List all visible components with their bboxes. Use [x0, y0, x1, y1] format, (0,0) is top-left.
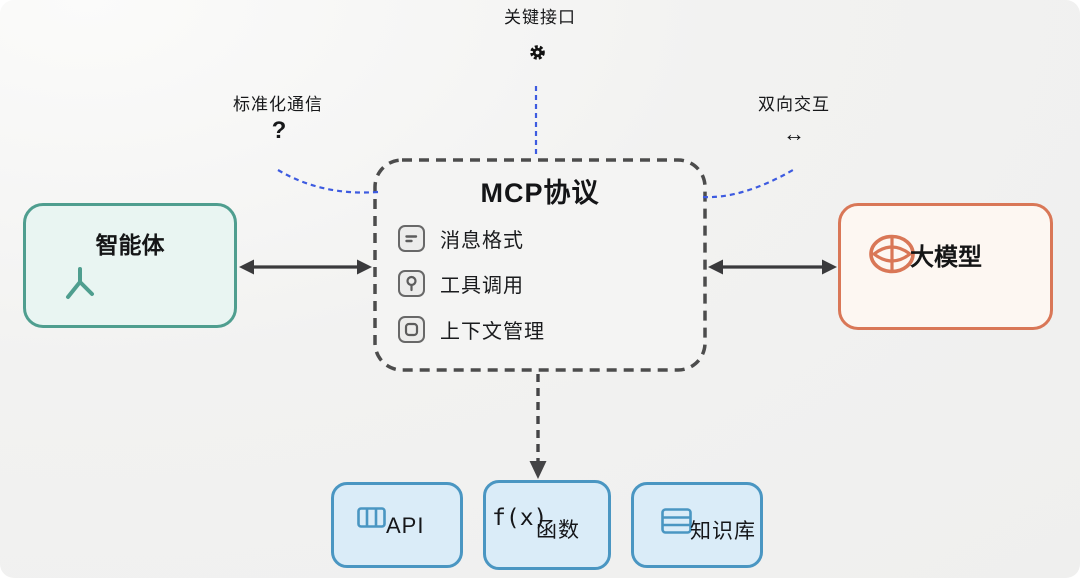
function-label: 函数: [536, 519, 580, 542]
mcp-node: MCP协议 消息格式 工具调用: [373, 158, 707, 372]
mcp-item-context-manage: 上下文管理: [398, 315, 545, 344]
mcp-model-arrow: [708, 259, 837, 275]
annotation-curve-left: [277, 169, 379, 194]
context-manage-icon: [398, 316, 425, 343]
agent-title: 智能体: [95, 232, 165, 258]
mcp-item-message-format: 消息格式: [398, 224, 524, 253]
annotation-key-interface: 关键接口: [504, 8, 576, 27]
knowledge-base-node: 知识库: [631, 482, 763, 568]
fx-symbol: f(x): [492, 505, 548, 531]
tool-call-icon: [398, 270, 425, 297]
rows-icon: [661, 508, 692, 534]
annotation-curve-right: [702, 169, 794, 199]
mcp-item-label: 消息格式: [440, 230, 524, 252]
model-eye-icon: [869, 234, 915, 274]
person-icon: [66, 267, 94, 299]
mcp-item-tool-call: 工具调用: [398, 269, 524, 298]
mcp-item-label: 工具调用: [440, 275, 524, 297]
double-arrow-symbol: ↔: [783, 121, 805, 146]
agent-mcp-arrow: [239, 259, 372, 275]
model-title: 大模型: [910, 243, 982, 271]
knowledge-base-label: 知识库: [690, 520, 756, 543]
api-node: API: [331, 482, 463, 568]
model-node: 大模型: [838, 203, 1053, 330]
function-node: f(x) 函数: [483, 480, 611, 570]
annotation-standardized-communication: 标准化通信: [233, 95, 323, 114]
mcp-item-label: 上下文管理: [440, 321, 545, 343]
columns-icon: [357, 507, 386, 528]
api-label: API: [386, 513, 425, 538]
message-format-icon: [398, 225, 425, 252]
annotation-bidirectional: 双向交互: [758, 95, 830, 114]
mcp-box-border: [373, 158, 707, 372]
mcp-title: MCP协议: [480, 178, 600, 208]
agent-node: 智能体: [23, 203, 237, 328]
mcp-resources-arrow: [529, 374, 547, 479]
gear-icon: [530, 45, 545, 60]
question-mark-symbol: ?: [271, 117, 287, 144]
